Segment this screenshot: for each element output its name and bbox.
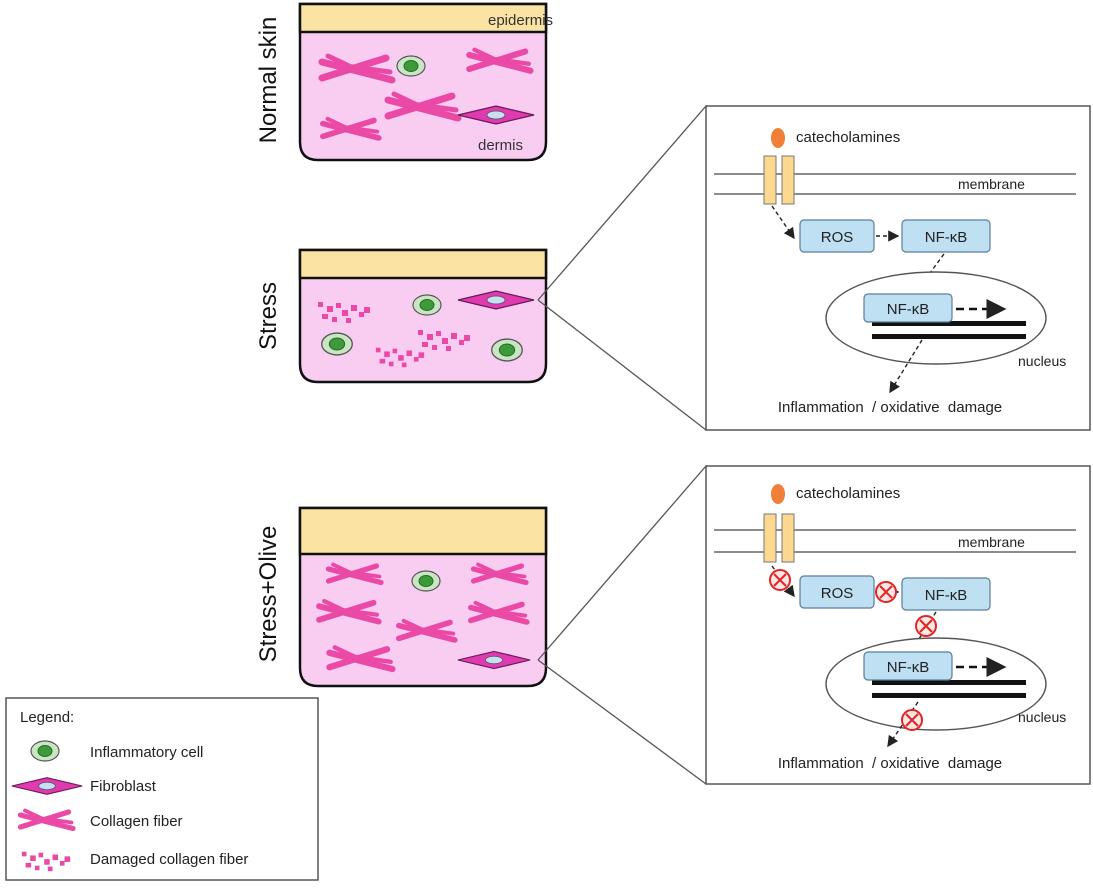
catecholamine-ligand <box>771 128 785 148</box>
membrane-label: membrane <box>958 176 1025 192</box>
inflammatory-cell <box>412 294 442 316</box>
inflammatory-cell-icon <box>30 740 60 762</box>
nfkb-label: NF-κB <box>925 587 968 604</box>
zoom-lines <box>537 105 707 785</box>
inflammatory-cell <box>411 570 441 592</box>
inflammatory-cell <box>396 55 426 77</box>
outcome-label: Inflammation / oxidative damage <box>778 755 1002 772</box>
nucleus-label: nucleus <box>1018 709 1066 725</box>
inhibit-icon <box>915 615 937 637</box>
ros-label: ROS <box>821 229 854 246</box>
legend: Legend: Inflammatory cell Fibroblast Col… <box>5 697 319 881</box>
nfkb-nuclear-label: NF-κB <box>887 659 930 676</box>
catecholamines-label: catecholamines <box>796 129 900 146</box>
receptor <box>763 513 777 563</box>
nfkb-nuclear-label: NF-κB <box>887 301 930 318</box>
receptor <box>781 155 795 205</box>
inflammatory-cell <box>491 338 523 362</box>
nfkb-label: NF-κB <box>925 229 968 246</box>
ros-box <box>799 219 875 253</box>
inflammatory-cell <box>321 332 353 356</box>
dermis-label: dermis <box>478 137 523 154</box>
dna-strand <box>872 680 1026 685</box>
inhibit-icon <box>769 569 791 591</box>
catecholamines-label: catecholamines <box>796 485 900 502</box>
receptor <box>781 513 795 563</box>
skin-panel-normal: epidermis dermis <box>298 2 553 162</box>
skin-panel-olive <box>298 506 548 688</box>
nfkb-nuclear-box <box>863 293 953 323</box>
inhibit-icon <box>875 581 897 603</box>
legend-item-label: Fibroblast <box>90 778 157 795</box>
epidermis-layer <box>298 2 548 34</box>
nfkb-nuclear-box <box>863 651 953 681</box>
nfkb-box <box>901 577 991 611</box>
nfkb-box <box>901 219 991 253</box>
pathway-panel-stress: catecholamines membrane ROS NF-κB nucleu… <box>705 105 1091 431</box>
receptor <box>763 155 777 205</box>
skin-panel-stress <box>298 248 548 384</box>
legend-item-label: Inflammatory cell <box>90 744 203 761</box>
row-label-stress: Stress <box>255 282 282 350</box>
epidermis-layer <box>298 506 548 556</box>
dna-strand <box>872 334 1026 339</box>
dna-strand <box>872 693 1026 698</box>
dna-strand <box>872 321 1026 326</box>
legend-title: Legend: <box>20 709 74 726</box>
ros-label: ROS <box>821 585 854 602</box>
membrane-label: membrane <box>958 534 1025 550</box>
row-label-olive: Stress+Olive <box>255 526 282 663</box>
outcome-label: Inflammation / oxidative damage <box>778 399 1002 416</box>
inhibit-icon <box>901 709 923 731</box>
legend-item-label: Collagen fiber <box>90 813 183 830</box>
epidermis-layer <box>298 248 548 280</box>
ros-box <box>799 575 875 609</box>
row-label-normal: Normal skin <box>255 17 282 144</box>
legend-item-label: Damaged collagen fiber <box>90 851 248 868</box>
nucleus-label: nucleus <box>1018 353 1066 369</box>
pathway-panel-olive: catecholamines membrane ROS NF-κB nucleu… <box>705 465 1091 785</box>
catecholamine-ligand <box>771 484 785 504</box>
epidermis-label: epidermis <box>488 12 553 29</box>
